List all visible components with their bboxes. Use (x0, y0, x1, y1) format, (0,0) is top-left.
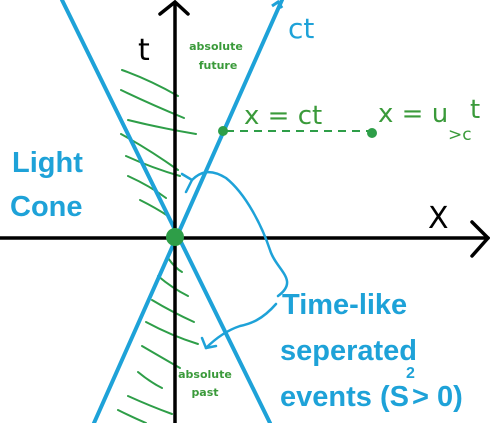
x-eq-u-suffix: t (470, 95, 480, 125)
absolute-past-line2: past (191, 386, 218, 399)
hatch-line (151, 299, 195, 323)
t-axis-arrow-icon (158, 0, 190, 16)
arrow-path-past (204, 302, 278, 350)
hatch-line (121, 69, 179, 97)
timelike-label-line3: events (S 2 > 0) (280, 365, 463, 413)
light-line-left-to-right (60, 0, 272, 423)
x-axis-label: X (428, 201, 449, 236)
x-eq-u-label: x = u >c t (378, 95, 480, 145)
timelike-label-line2: seperated (280, 335, 417, 367)
x-eq-ct-label: x = ct (244, 101, 322, 131)
arrow-head-past-icon (200, 336, 218, 350)
ct-label: ct (288, 12, 314, 45)
hatch-line (127, 119, 197, 135)
light-cone-label-line1: Light (12, 147, 83, 179)
event-point-ct (218, 126, 228, 136)
future-hatching (120, 69, 197, 217)
timelike-line3-prefix: events (S (280, 381, 409, 413)
hatch-line (145, 321, 199, 345)
hatch-line (157, 275, 189, 297)
light-cone-lines (60, 0, 284, 423)
light-cone-label-line2: Cone (10, 191, 83, 223)
hatch-line (127, 395, 173, 415)
timelike-label-line1: Time-like (282, 289, 407, 321)
absolute-future-line1: absolute (189, 40, 243, 53)
hatch-line (137, 371, 163, 389)
hatch-line (127, 175, 167, 199)
absolute-past-line1: absolute (178, 368, 232, 381)
event-point-u (367, 128, 377, 138)
origin-event-point (166, 228, 184, 246)
hatch-line (141, 345, 181, 369)
hatch-line (120, 133, 179, 171)
timelike-annotation-arrows (180, 170, 289, 350)
t-axis-label: t (138, 33, 150, 68)
x-axis-arrow-icon (470, 220, 490, 258)
x-eq-u-prefix: x = u (378, 99, 448, 129)
absolute-future-line2: future (199, 59, 238, 72)
light-line-right-to-left (92, 0, 284, 423)
timelike-line3-suffix: > 0) (412, 381, 463, 413)
arrow-path-future (190, 170, 289, 298)
x-eq-u-subscript: >c (448, 125, 472, 145)
hatch-line (117, 409, 147, 423)
x-axis (0, 220, 490, 258)
arrow-head-future-icon (180, 172, 194, 194)
past-hatching (117, 257, 199, 423)
t-axis (158, 0, 190, 423)
timelike-line3-superscript: 2 (406, 365, 415, 382)
ct-arrow-icon (271, 0, 284, 9)
hatch-line (120, 89, 185, 119)
